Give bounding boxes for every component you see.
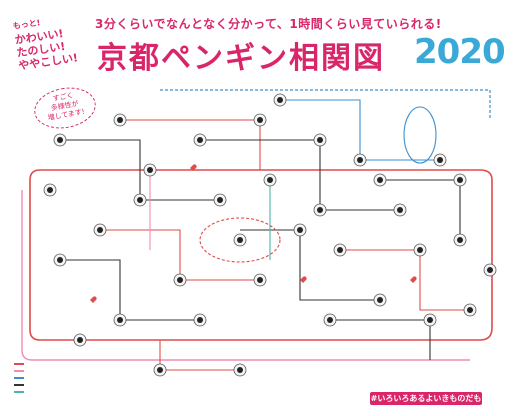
catchphrase-badge: もっと! かわいい! たのしい! ややこしい! bbox=[12, 9, 99, 73]
legend-swatch-red bbox=[14, 362, 24, 365]
connection-lines bbox=[60, 99, 470, 371]
legend-swatch-pink bbox=[14, 369, 24, 372]
top-blue-line bbox=[160, 89, 491, 120]
year-label: 2020 bbox=[414, 32, 506, 72]
legend-row bbox=[14, 381, 184, 388]
main-title: 京都ペンギン相関図 bbox=[97, 41, 385, 76]
legend-swatch-blue bbox=[14, 376, 24, 379]
penguin-faces bbox=[47, 97, 493, 373]
legend-row bbox=[14, 367, 184, 374]
subtitle: 3分くらいでなんとなく分かって、1時間くらい見ていられる! bbox=[95, 17, 442, 31]
outer-pink-loop bbox=[21, 190, 470, 361]
legend bbox=[14, 360, 184, 408]
legend-row bbox=[14, 360, 184, 367]
legend-row bbox=[14, 388, 184, 395]
footer-tagline: #いろいろあるよいきものだもの bbox=[370, 392, 482, 416]
legend-swatch-dark bbox=[14, 383, 24, 386]
heart-icons bbox=[90, 164, 417, 303]
legend-row bbox=[14, 374, 184, 381]
relationship-map bbox=[21, 89, 497, 377]
outer-red-loop bbox=[29, 169, 493, 341]
legend-swatch-teal bbox=[14, 390, 24, 393]
